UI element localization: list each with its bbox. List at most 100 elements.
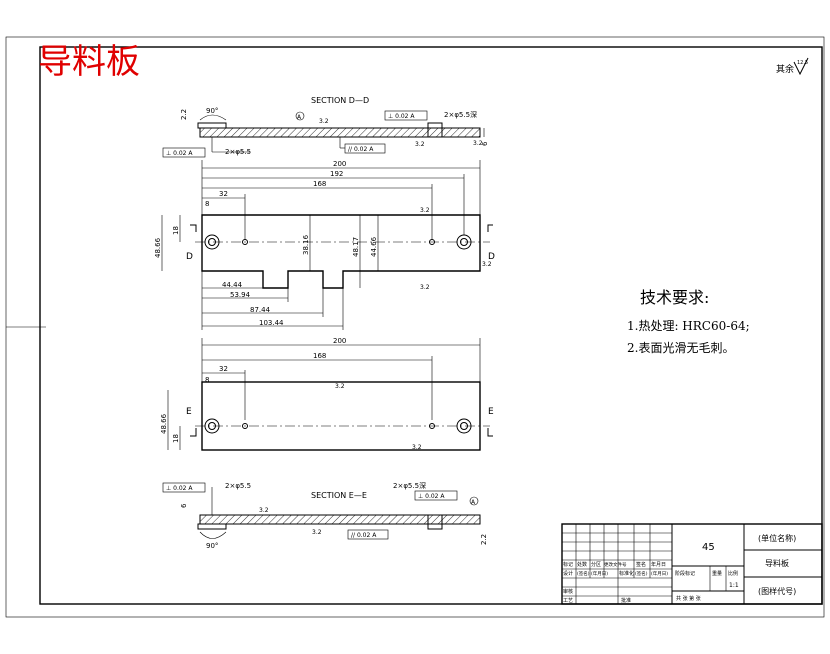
tb-change-doc: 更改文件号 (604, 561, 627, 568)
mid-section-mark-left: E (186, 407, 192, 417)
tb-standard: 标准化 (619, 570, 634, 577)
roughness-symbol-icon (793, 57, 809, 76)
top-dim-168: 168 (313, 180, 326, 188)
tb-material: 45 (702, 542, 715, 553)
corner-roughness-label: 其余 (776, 63, 794, 75)
mid-vdim-18: 18 (172, 434, 180, 443)
tb-stage-mark: 阶段标记 (675, 570, 695, 577)
mid-section-mark-right: E (488, 407, 494, 417)
section-dd-blind-hole (427, 122, 443, 138)
section-dd-angle: 90° (206, 107, 218, 115)
top-plan-view: 200 192 168 32 8 48.66 18 38.16 48.17 44… (154, 160, 495, 330)
section-ee-dim-6: 6 (180, 503, 188, 508)
section-ee-tol-1: ⊥ 0.02 A (166, 485, 193, 492)
section-dd-tol-1: ⊥ 0.02 A (166, 150, 193, 157)
mid-dim-168: 168 (313, 352, 326, 360)
section-dd-view: SECTION D—D 90° 2.2 6 ⊥ 0.02 A 2×φ5.5 ⊥ … (162, 96, 489, 158)
tb-unit-name: (单位名称) (758, 533, 796, 543)
top-plan-outline (201, 214, 481, 289)
tb-review: 审核 (563, 588, 573, 595)
inner-border (39, 46, 823, 605)
tb-approve: 批准 (621, 597, 631, 604)
tb-sign: 签名 (636, 561, 646, 568)
section-dd-roughness: 3.2 (319, 118, 329, 125)
top-vdim-18: 18 (172, 226, 180, 235)
tech-req-heading: 技术要求: (640, 288, 709, 307)
top-roughness-3: 3.2 (482, 261, 492, 268)
top-section-mark-left: D (186, 252, 193, 262)
tb-mark: 标记 (563, 561, 573, 568)
tb-ratio: 比例 (728, 570, 738, 577)
top-hdim-8744: 87.44 (250, 306, 271, 314)
top-dim-192: 192 (330, 170, 343, 178)
section-ee-blind-hole (427, 514, 443, 530)
section-dd-countersink (197, 122, 227, 129)
top-hdim-10344: 103.44 (259, 319, 284, 327)
mid-plan-view: 200 168 32 8 48.66 18 E E 3.2 3.2 (160, 337, 494, 451)
tb-date: 年月日 (651, 561, 666, 568)
tb-weight: 重量 (712, 570, 722, 577)
section-ee-hatch (199, 514, 481, 525)
top-dim-200: 200 (333, 160, 346, 168)
drawing-title: 导料板 (38, 42, 140, 82)
section-dd-roughness-3: 3.2 (473, 140, 483, 147)
top-roughness: 3.2 (420, 207, 430, 214)
section-dd-datum: A (297, 114, 302, 121)
section-dd-tol-2: ⊥ 0.02 A (388, 113, 415, 120)
tb-sheet: 共 张 第 张 (676, 595, 701, 602)
section-ee-hole-right: 2×φ5.5深 (393, 481, 426, 490)
tb-zone: 分区 (591, 561, 601, 568)
section-ee-countersink (197, 523, 227, 530)
tb-design-sign: (签名) (577, 570, 590, 577)
section-ee-dim-22: 2.2 (480, 534, 488, 545)
section-dd-hole-right: 2×φ5.5深 (444, 110, 477, 119)
tb-standard-sign: (签名) (635, 570, 648, 577)
section-ee-angle: 90° (206, 542, 218, 550)
top-roughness-2: 3.2 (420, 284, 430, 291)
section-dd-dim-6: 6 (481, 141, 489, 146)
section-ee-datum: A (471, 499, 476, 506)
section-dd-dim-22: 2.2 (180, 109, 188, 120)
section-ee-label: SECTION E—E (311, 491, 367, 500)
mid-vdim-4866: 48.66 (160, 413, 168, 434)
top-dim-8: 8 (205, 200, 209, 208)
mid-roughness: 3.2 (335, 383, 345, 390)
top-vdim-3816: 38.16 (302, 234, 310, 255)
mid-plan-outline (201, 381, 481, 451)
title-block: 标记 处数 分区 更改文件号 签名 年月日 设计 (签名) (年月日) 标准化 … (561, 523, 823, 605)
mid-roughness-2: 3.2 (412, 444, 422, 451)
section-ee-hole-left: 2×φ5.5 (225, 482, 251, 490)
section-dd-roughness-2: 3.2 (415, 141, 425, 148)
top-vdim-4866: 48.66 (154, 237, 162, 258)
top-hdim-5394: 53.94 (230, 291, 251, 299)
section-ee-tol-2: ⊥ 0.02 A (418, 493, 445, 500)
section-ee-roughness: 3.2 (259, 507, 269, 514)
section-dd-tol-3: // 0.02 A (348, 146, 374, 153)
tech-req-item-1: 1.热处理: HRC60-64; (627, 319, 750, 333)
tb-design-date: (年月日) (591, 570, 608, 577)
tb-process: 工艺 (563, 598, 573, 604)
section-dd-hatch (199, 127, 481, 138)
tb-count: 处数 (577, 561, 587, 568)
corner-roughness-value: 12.5 (797, 60, 808, 66)
mid-dim-32: 32 (219, 365, 228, 373)
mid-dim-8: 8 (205, 376, 209, 384)
top-hdim-4444: 44.44 (222, 281, 243, 289)
top-vdim-4817: 48.17 (352, 237, 360, 257)
top-vdim-4466: 44.66 (370, 236, 378, 257)
section-ee-tol-3: // 0.02 A (351, 532, 377, 539)
top-dim-32: 32 (219, 190, 228, 198)
tb-standard-date: (年月日) (651, 570, 668, 577)
top-section-mark-right: D (488, 252, 495, 262)
tb-scale: 1:1 (729, 582, 739, 589)
section-ee-roughness-2: 3.2 (312, 529, 322, 536)
section-ee-view: SECTION E—E 90° 6 2.2 ⊥ 0.02 A 2×φ5.5 ⊥ … (162, 481, 488, 550)
mid-dim-200: 200 (333, 337, 346, 345)
tech-req-item-2: 2.表面光滑无毛刺。 (627, 341, 734, 355)
tb-part-name: 导料板 (765, 558, 789, 568)
tb-drawing-no: (图样代号) (758, 586, 796, 596)
technical-requirements: 技术要求: 1.热处理: HRC60-64; 2.表面光滑无毛刺。 (627, 288, 750, 355)
section-dd-label: SECTION D—D (311, 96, 369, 105)
tb-design: 设计 (563, 570, 573, 577)
